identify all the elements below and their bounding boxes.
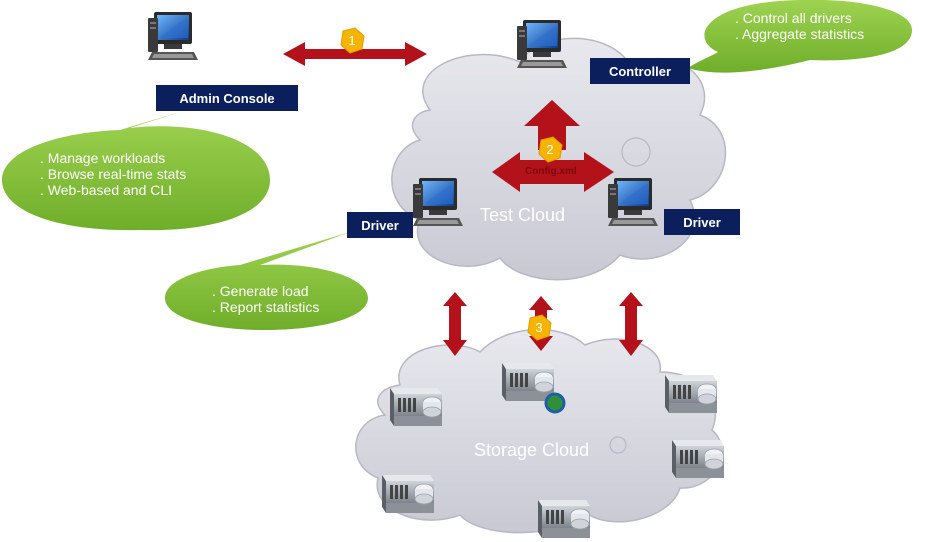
arrow-admin-controller [283, 42, 427, 66]
storage-cloud-label: Storage Cloud [474, 440, 590, 460]
controller-computer-icon [517, 20, 567, 68]
bubble-admin [2, 112, 270, 231]
arrow-left-right-drivers [492, 152, 614, 192]
arrow-vertical-right [619, 292, 643, 356]
bubble-driver-text: . Generate load . Report statistics [212, 283, 319, 315]
bubble-line: . Manage workloads [40, 150, 166, 166]
server-icon [389, 387, 443, 427]
step-number-2: 2 [546, 142, 554, 157]
server-icon [381, 474, 435, 514]
bubble-controller-text: . Control all drivers . Aggregate statis… [735, 10, 864, 42]
driver-left-computer-icon [413, 178, 463, 226]
step-number-1: 1 [348, 33, 356, 48]
bubble-line: . Control all drivers [735, 10, 852, 26]
bubble-line: . Web-based and CLI [40, 182, 173, 198]
arrow-up-controller [524, 100, 580, 150]
driver-right-computer-icon [608, 178, 658, 226]
controller-label: Controller [590, 58, 690, 84]
server-icon [664, 374, 718, 414]
driver-left-label: Driver [347, 212, 413, 238]
bubble-controller [688, 0, 912, 73]
bubble-line: . Report statistics [212, 299, 320, 315]
bubble-admin-text: . Manage workloads . Browse real-time st… [40, 150, 186, 198]
server-icon [537, 499, 591, 539]
bubble-driver [165, 232, 368, 330]
config-xml-label: Config.xml [525, 166, 577, 177]
bubble-line: . Browse real-time stats [40, 166, 187, 182]
arrow-vertical-left [443, 292, 467, 356]
server-icon [501, 362, 555, 402]
bubble-line: . Aggregate statistics [735, 26, 865, 42]
test-cloud-label: Test Cloud [480, 205, 566, 225]
bubble-line: . Generate load [212, 283, 309, 299]
step-badge-2 [538, 136, 563, 163]
step-number-3: 3 [535, 320, 543, 335]
admin-console-label: Admin Console [156, 85, 298, 111]
step-badge-3 [527, 314, 552, 341]
globe-icon [544, 392, 566, 414]
admin-console-computer-icon [148, 12, 198, 60]
driver-right-label: Driver [664, 209, 740, 235]
server-icon [671, 439, 725, 479]
step-badge-1 [340, 27, 365, 54]
